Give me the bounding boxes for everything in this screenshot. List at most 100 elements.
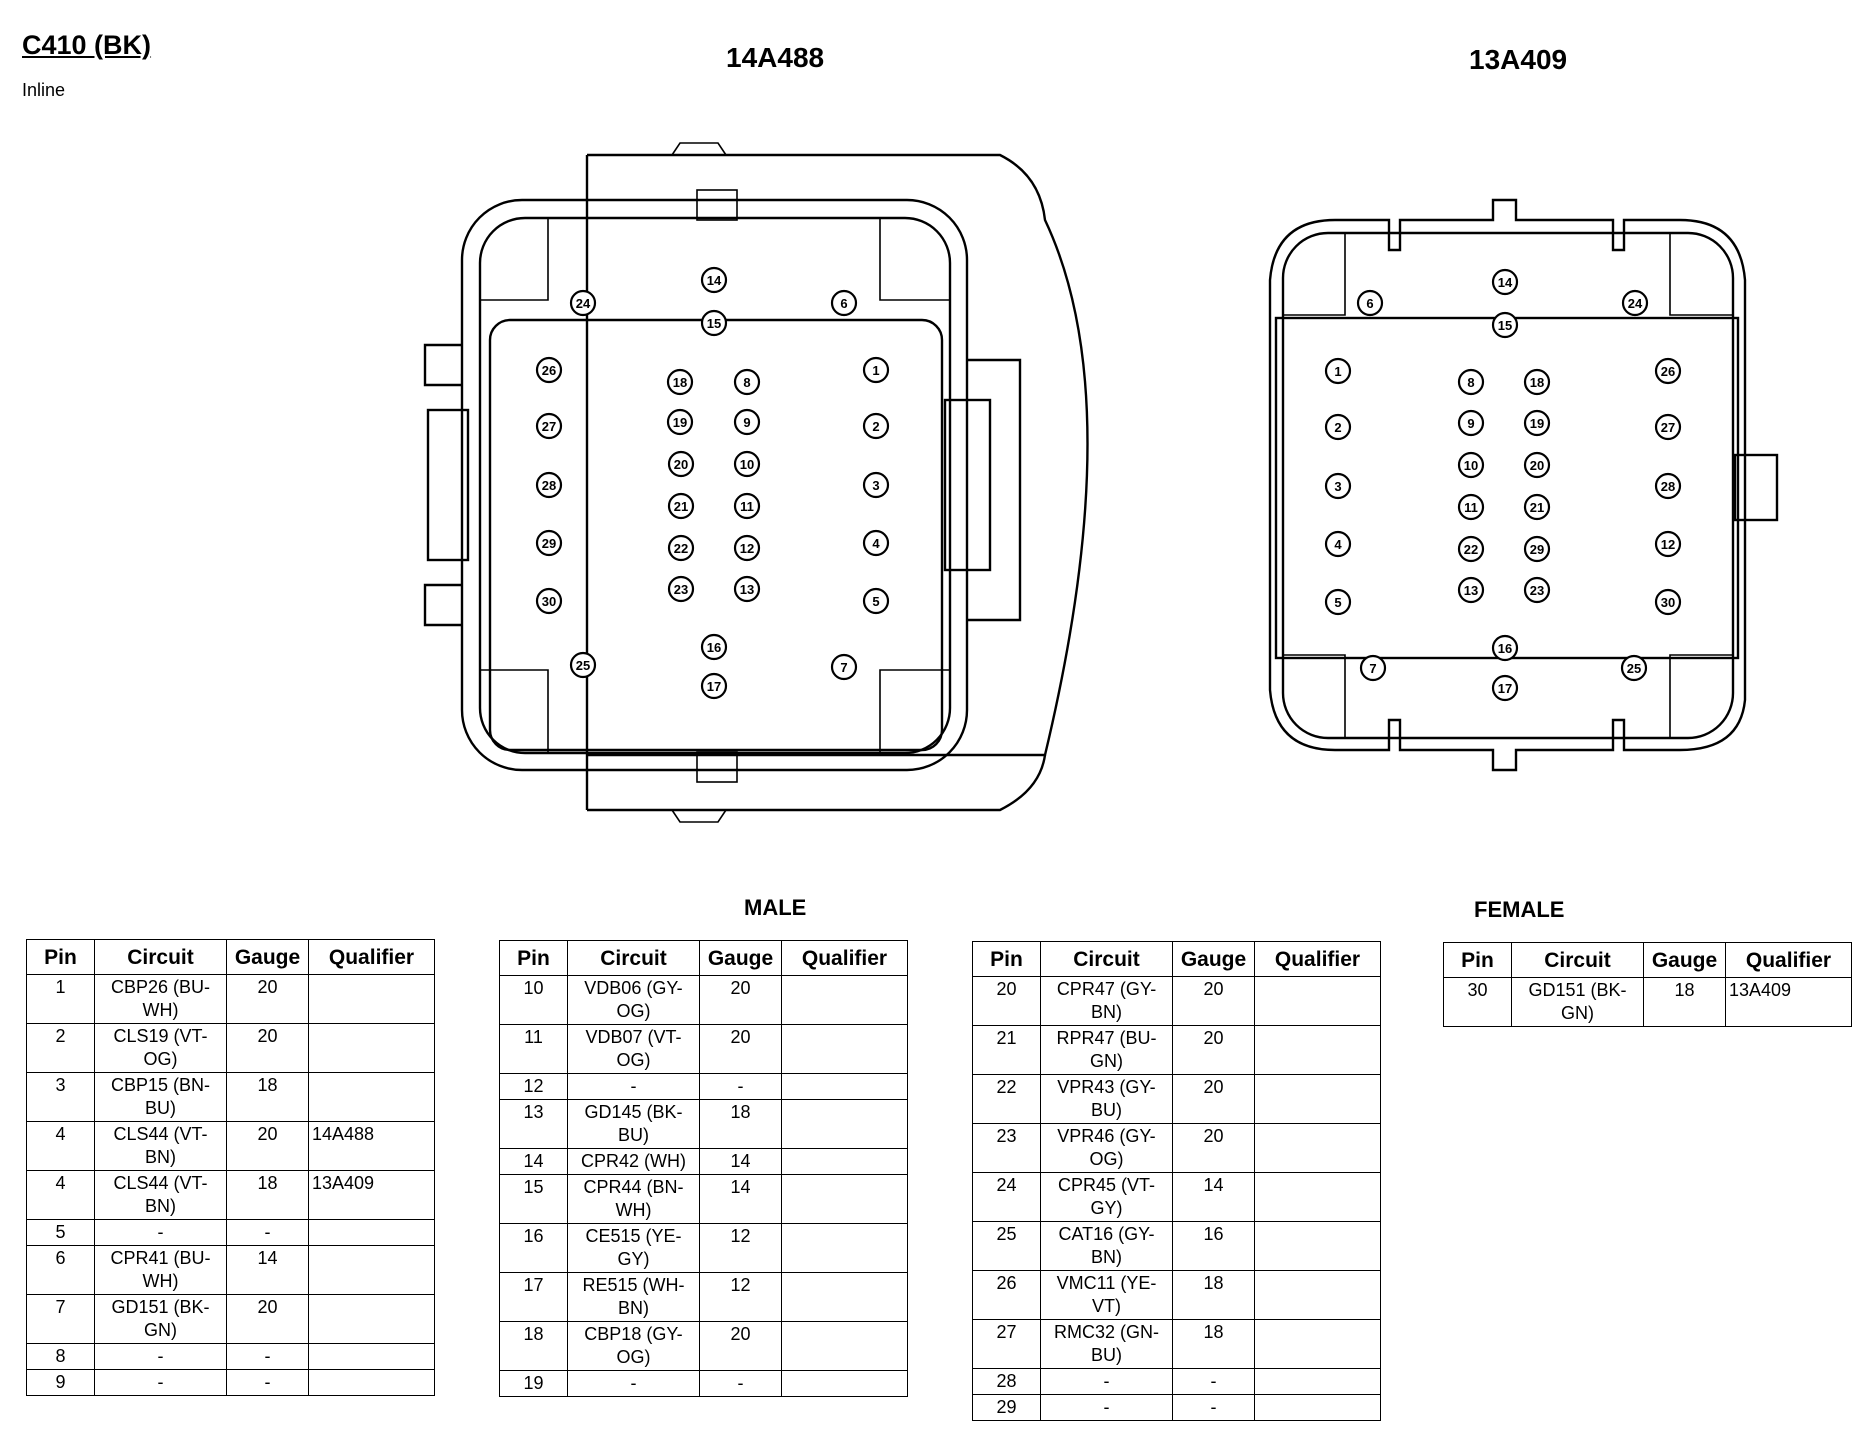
cell-gauge: 18 — [1172, 1270, 1255, 1320]
cell-qualifier — [1254, 1123, 1381, 1173]
header-circuit: Circuit — [94, 939, 227, 975]
male-pin-label: 24 — [576, 296, 591, 311]
male-pin-label: 28 — [542, 478, 556, 493]
female-pin-26 — [1654, 357, 1682, 385]
cell-qualifier — [781, 1148, 908, 1175]
table-row: 19-- — [499, 1370, 908, 1397]
male-pin-label: 12 — [740, 541, 754, 556]
male-pin-label: 11 — [740, 499, 754, 514]
male-pin-label: 27 — [542, 419, 556, 434]
cell-pin: 8 — [26, 1343, 95, 1370]
cell-pin: 15 — [499, 1174, 568, 1224]
male-pin-22 — [667, 534, 695, 562]
connector-label-left: 14A488 — [726, 42, 825, 73]
cell-circuit: CPR44 (BN-WH) — [567, 1174, 700, 1224]
cell-gauge: 14 — [1172, 1172, 1255, 1222]
female-pin-label: 15 — [1498, 318, 1512, 333]
connector-label-right: 13A409 — [1469, 44, 1568, 75]
cell-gauge: 20 — [226, 1023, 309, 1073]
cell-pin: 27 — [972, 1319, 1041, 1369]
male-pin-label: 4 — [872, 536, 880, 551]
cell-circuit: RMC32 (GN-BU) — [1040, 1319, 1173, 1369]
female-pin-23 — [1523, 576, 1551, 604]
cell-circuit: CBP15 (BN-BU) — [94, 1072, 227, 1122]
male-pin-25 — [569, 651, 597, 679]
header-circuit: Circuit — [1040, 941, 1173, 977]
cell-circuit: - — [94, 1219, 227, 1246]
cell-pin: 29 — [972, 1394, 1041, 1421]
cell-gauge: 20 — [699, 1024, 782, 1074]
female-pin-label: 28 — [1661, 479, 1675, 494]
cell-gauge: 20 — [226, 1121, 309, 1171]
cell-pin: 26 — [972, 1270, 1041, 1320]
male-pin-label: 2 — [872, 419, 879, 434]
male-pin-label: 7 — [840, 660, 847, 675]
female-pin-label: 13 — [1464, 583, 1478, 598]
female-pin-label: 1 — [1334, 364, 1341, 379]
female-pin-7 — [1359, 654, 1387, 682]
cell-circuit: CPR42 (WH) — [567, 1148, 700, 1175]
male-pin-label: 30 — [542, 594, 556, 609]
cell-qualifier — [781, 1321, 908, 1371]
cell-pin: 20 — [972, 976, 1041, 1026]
cell-gauge: 20 — [1172, 1025, 1255, 1075]
male-pin-label: 3 — [872, 478, 879, 493]
connector-title: C410 (BK) — [22, 30, 152, 60]
cell-circuit: CBP18 (GY-OG) — [567, 1321, 700, 1371]
cell-qualifier — [308, 1023, 435, 1073]
female-pin-8 — [1457, 368, 1485, 396]
female-pin-25 — [1620, 654, 1648, 682]
male-pin-label: 22 — [674, 541, 688, 556]
cell-circuit: VDB07 (VT-OG) — [567, 1024, 700, 1074]
cell-gauge: 20 — [1172, 1123, 1255, 1173]
cell-pin: 24 — [972, 1172, 1041, 1222]
cell-pin: 17 — [499, 1272, 568, 1322]
female-pin-label: 23 — [1530, 583, 1544, 598]
cell-circuit: GD151 (BK-GN) — [94, 1294, 227, 1344]
cell-pin: 13 — [499, 1099, 568, 1149]
female-pin-label: 8 — [1467, 375, 1474, 390]
cell-pin: 10 — [499, 975, 568, 1025]
female-pin-28 — [1654, 472, 1682, 500]
cell-gauge: 20 — [226, 1294, 309, 1344]
cell-gauge: 18 — [1172, 1319, 1255, 1369]
header-pin: Pin — [1443, 942, 1512, 978]
male-pin-label: 23 — [674, 582, 688, 597]
cell-qualifier — [1254, 1270, 1381, 1320]
cell-gauge: - — [1172, 1394, 1255, 1421]
cell-gauge: 16 — [1172, 1221, 1255, 1271]
male-pin-28 — [535, 471, 563, 499]
female-pin-20 — [1523, 451, 1551, 479]
cell-qualifier — [308, 1245, 435, 1295]
male-pin-label: 26 — [542, 363, 556, 378]
male-pin-13 — [733, 575, 761, 603]
cell-gauge: - — [699, 1073, 782, 1100]
female-pin-17 — [1491, 674, 1519, 702]
cell-circuit: - — [567, 1370, 700, 1397]
cell-gauge: 14 — [226, 1245, 309, 1295]
male-pin-24 — [569, 289, 597, 317]
cell-pin: 1 — [26, 974, 95, 1024]
female-connector-outline — [1268, 198, 1779, 772]
cell-gauge: - — [699, 1370, 782, 1397]
cell-pin: 3 — [26, 1072, 95, 1122]
female-pin-label: 14 — [1498, 275, 1513, 290]
cell-qualifier — [781, 1272, 908, 1322]
male-pin-11 — [733, 492, 761, 520]
